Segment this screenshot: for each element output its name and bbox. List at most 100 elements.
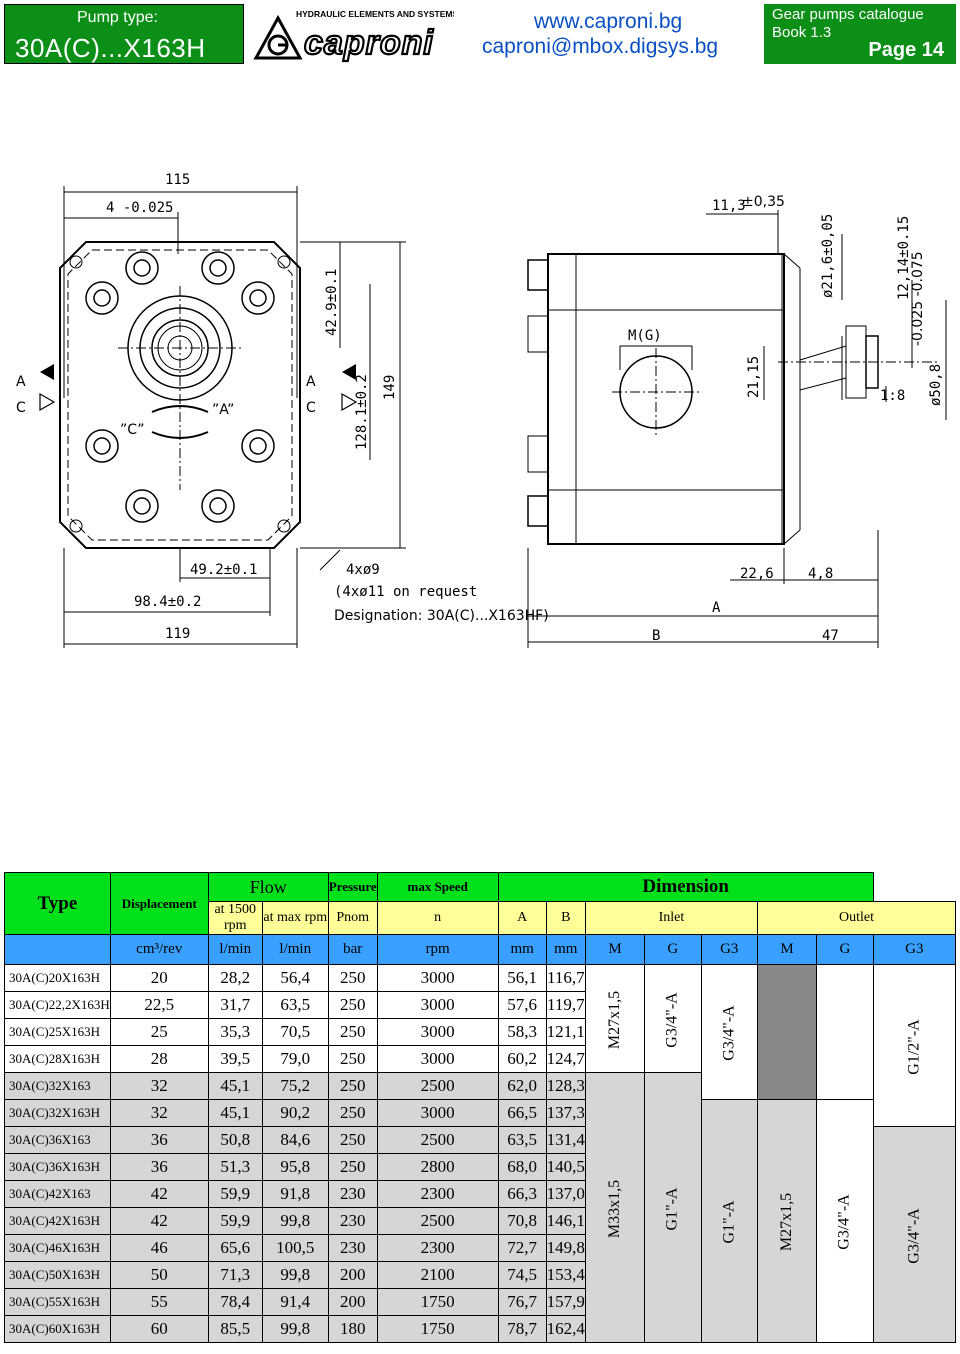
- catalogue-title: Gear pumps catalogue: [772, 6, 924, 23]
- cell-dim-b: 119,7: [545, 991, 586, 1019]
- pump-type-box: Pump type: 30A(C)...X163H: [4, 4, 244, 64]
- svg-text:A: A: [306, 374, 316, 390]
- cell-outlet-m-empty: [756, 964, 818, 1100]
- cell-displacement: 36: [109, 1126, 209, 1154]
- cell-displacement: 28: [109, 1045, 209, 1073]
- unit-flow-max: l/min: [261, 934, 329, 965]
- cell-pressure: 200: [327, 1288, 378, 1316]
- cell-dim-b: 149,8: [545, 1234, 586, 1262]
- cell-displacement: 46: [109, 1234, 209, 1262]
- cell-pressure: 250: [327, 1099, 378, 1127]
- logo-tagline: HYDRAULIC ELEMENTS AND SYSTEMS: [296, 9, 454, 19]
- svg-text:ø21,6±0,05: ø21,6±0,05: [820, 214, 836, 298]
- cell-type: 30A(C)32X163H: [4, 1099, 111, 1127]
- cell-flow-1500: 59,9: [207, 1180, 263, 1208]
- cell-flow-1500: 50,8: [207, 1126, 263, 1154]
- cell-flow-1500: 65,6: [207, 1234, 263, 1262]
- pump-type-label: Pump type:: [77, 9, 158, 26]
- port-a-arrow-right-icon: [342, 364, 356, 380]
- unit-speed: rpm: [376, 934, 499, 965]
- cell-flow-1500: 39,5: [207, 1045, 263, 1073]
- col-displacement: Displacement: [109, 872, 209, 935]
- col-max-speed: max Speed: [376, 872, 499, 902]
- unit-a: mm: [497, 934, 547, 965]
- cell-displacement: 32: [109, 1072, 209, 1100]
- cell-pressure: 250: [327, 1045, 378, 1073]
- cell-type: 30A(C)32X163: [4, 1072, 111, 1100]
- svg-text:119: 119: [165, 626, 190, 642]
- svg-text:4xø9: 4xø9: [346, 562, 380, 578]
- cell-flow-max: 99,8: [261, 1261, 329, 1289]
- cell-type: 30A(C)42X163: [4, 1180, 111, 1208]
- logo-wordmark: caproni: [304, 24, 434, 62]
- cell-type: 30A(C)25X163H: [4, 1018, 111, 1046]
- cell-speed: 2300: [376, 1180, 499, 1208]
- cell-inlet-g3-top: G3/4"-A: [700, 964, 758, 1100]
- cell-displacement: 55: [109, 1288, 209, 1316]
- cell-type: 30A(C)46X163H: [4, 1234, 111, 1262]
- email-link[interactable]: caproni@mbox.digsys.bg: [482, 35, 719, 58]
- cell-inlet-g-bottom: G1"-A: [644, 1072, 702, 1343]
- cell-flow-1500: 85,5: [207, 1315, 263, 1343]
- unit-displacement: cm³/rev: [109, 934, 209, 965]
- unit-inlet-m: M: [584, 934, 646, 965]
- unit-inlet-g3: G3: [700, 934, 758, 965]
- svg-text:”C”: ”C”: [120, 422, 145, 438]
- cell-flow-1500: 78,4: [207, 1288, 263, 1316]
- contact-box: www.caproni.bg caproni@mbox.digsys.bg: [460, 4, 760, 64]
- cell-pressure: 230: [327, 1180, 378, 1208]
- col-pressure: Pressure: [327, 872, 378, 902]
- svg-text:ø50,8: ø50,8: [928, 364, 944, 406]
- cell-pressure: 200: [327, 1261, 378, 1289]
- col-n: n: [376, 901, 499, 935]
- cell-flow-1500: 59,9: [207, 1207, 263, 1235]
- col-at-max: at max rpm: [261, 901, 329, 935]
- cell-flow-1500: 31,7: [207, 991, 263, 1019]
- unit-outlet-g: G: [816, 934, 874, 965]
- cell-pressure: 230: [327, 1234, 378, 1262]
- cell-speed: 3000: [376, 1018, 499, 1046]
- cell-flow-max: 95,8: [261, 1153, 329, 1181]
- cell-dim-a: 60,2: [497, 1045, 547, 1073]
- cell-dim-b: 140,5: [545, 1153, 586, 1181]
- cell-displacement: 22,5: [109, 991, 209, 1019]
- cell-flow-max: 100,5: [261, 1234, 329, 1262]
- cell-speed: 2300: [376, 1234, 499, 1262]
- cell-speed: 2500: [376, 1126, 499, 1154]
- cell-speed: 3000: [376, 991, 499, 1019]
- cell-displacement: 42: [109, 1207, 209, 1235]
- cell-inlet-m-bottom: M33x1,5: [584, 1072, 646, 1343]
- table-units-row: cm³/rev l/min l/min bar rpm mm mm M G G3…: [4, 934, 957, 965]
- cell-outlet-g-empty: [816, 964, 874, 1100]
- pump-specification-table: Type Displacement Flow Pressure max Spee…: [4, 872, 957, 1343]
- cell-type: 30A(C)22,2X163H: [4, 991, 111, 1019]
- cell-flow-1500: 45,1: [207, 1099, 263, 1127]
- cell-dim-b: 131,4: [545, 1126, 586, 1154]
- cell-outlet-g3-bottom: G3/4"-A: [872, 1126, 957, 1343]
- cell-dim-a: 58,3: [497, 1018, 547, 1046]
- page-number: Page 14: [868, 39, 944, 61]
- col-dimension: Dimension: [497, 872, 874, 902]
- col-b: B: [545, 901, 586, 935]
- col-pnom: Pnom: [327, 901, 378, 935]
- svg-text:4 -0.025: 4 -0.025: [106, 200, 173, 216]
- svg-text:A: A: [712, 600, 721, 616]
- cell-type: 30A(C)50X163H: [4, 1261, 111, 1289]
- svg-text:49.2±0.1: 49.2±0.1: [190, 562, 257, 578]
- website-link[interactable]: www.caproni.bg: [534, 10, 683, 33]
- col-outlet: Outlet: [756, 901, 957, 935]
- svg-text:C: C: [16, 400, 26, 416]
- cell-pressure: 250: [327, 964, 378, 992]
- cell-type: 30A(C)36X163: [4, 1126, 111, 1154]
- cell-pressure: 250: [327, 1153, 378, 1181]
- svg-text:B: B: [652, 628, 660, 644]
- cell-flow-max: 91,4: [261, 1288, 329, 1316]
- cell-dim-b: 157,9: [545, 1288, 586, 1316]
- cell-dim-a: 57,6: [497, 991, 547, 1019]
